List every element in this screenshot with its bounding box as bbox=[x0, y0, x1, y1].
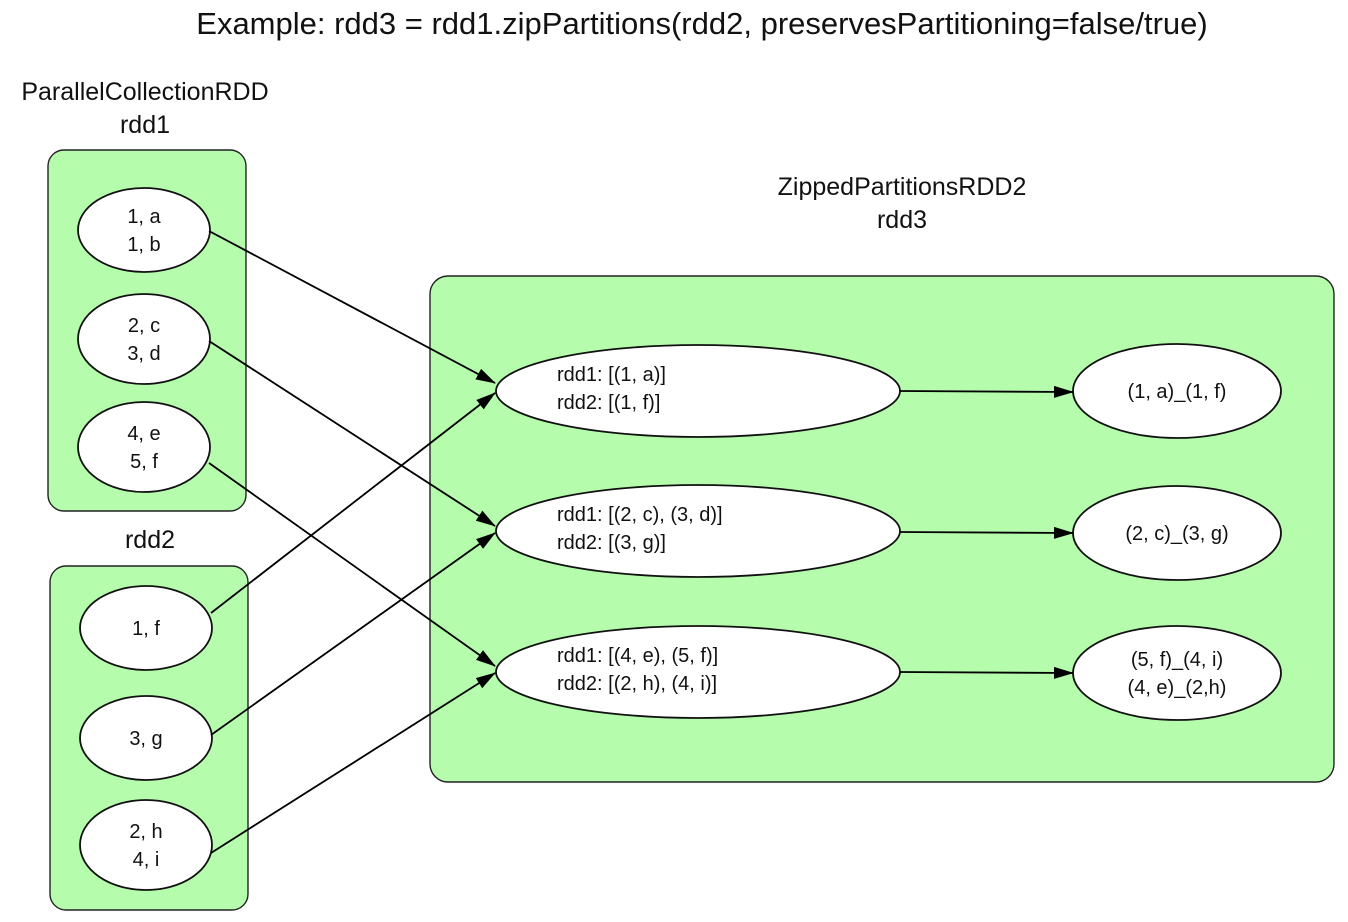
rdd3-zipped-partition-2: rdd1: [(2, c), (3, d)] rdd2: [(3, g)] bbox=[495, 484, 901, 578]
rdd3-zipped-partition-2-line2: rdd2: [(3, g)] bbox=[557, 532, 666, 554]
diagram-title: Example: rdd3 = rdd1.zipPartitions(rdd2,… bbox=[196, 6, 1207, 41]
rdd1-partition-2-line1: 2, c bbox=[128, 315, 160, 337]
rdd2-partition-2-line1: 3, g bbox=[129, 728, 162, 750]
rdd1-partition-1: 1, a 1, b bbox=[77, 187, 211, 273]
rdd1-partition-2: 2, c 3, d bbox=[77, 293, 211, 385]
rdd3-type-label: ZippedPartitionsRDD2 bbox=[778, 173, 1027, 201]
edge-rdd2-p2-to-zipped-2 bbox=[210, 532, 496, 736]
rdd3-result-partition-1-line1: (1, a)_(1, f) bbox=[1128, 381, 1227, 403]
rdd2-partition-1: 1, f bbox=[79, 585, 213, 671]
rdd1-partition-3: 4, e 5, f bbox=[77, 401, 211, 493]
rdd3-name-label: rdd3 bbox=[877, 206, 927, 234]
rdd3-zipped-partition-3-line1: rdd1: [(4, e), (5, f)] bbox=[557, 645, 718, 667]
rdd3-result-partition-3-line2: (4, e)_(2,h) bbox=[1128, 677, 1227, 699]
rdd3-result-partition-3: (5, f)_(4, i) (4, e)_(2,h) bbox=[1072, 625, 1282, 721]
rdd1-partition-1-line1: 1, a bbox=[127, 206, 161, 228]
edge-rdd1-p3-to-zipped-3 bbox=[208, 462, 496, 667]
rdd1-name-label: rdd1 bbox=[120, 111, 170, 139]
rdd2-partition-1-line1: 1, f bbox=[132, 618, 160, 640]
edge-zipped-1-to-result-1 bbox=[899, 385, 1074, 398]
rdd3-zipped-partition-1: rdd1: [(1, a)] rdd2: [(1, f)] bbox=[495, 344, 901, 438]
rdd3-result-partition-2: (2, c)_(3, g) bbox=[1072, 485, 1282, 581]
rdd1-partition-1-line2: 1, b bbox=[127, 234, 160, 256]
rdd2-name-label: rdd2 bbox=[125, 526, 175, 554]
rdd2-partition-3-line2: 4, i bbox=[133, 849, 160, 871]
rdd2-partition-2: 3, g bbox=[79, 695, 213, 781]
rdd2-partition-3: 2, h 4, i bbox=[79, 799, 213, 891]
rdd1-partition-3-line1: 4, e bbox=[127, 423, 160, 445]
rdd1-type-label: ParallelCollectionRDD bbox=[21, 78, 268, 106]
rdd1-partition-2-line2: 3, d bbox=[127, 343, 160, 365]
rdd1-partition-3-line2: 5, f bbox=[130, 451, 158, 473]
rdd3-zipped-partition-1-line2: rdd2: [(1, f)] bbox=[557, 392, 660, 414]
edge-rdd2-p3-to-zipped-3 bbox=[210, 672, 496, 854]
edge-rdd1-p2-to-zipped-2 bbox=[208, 340, 496, 527]
rdd3-result-partition-3-line1: (5, f)_(4, i) bbox=[1131, 649, 1223, 671]
edge-zipped-3-to-result-3 bbox=[899, 666, 1074, 679]
edge-zipped-2-to-result-2 bbox=[899, 526, 1074, 539]
rdd3-result-partition-1: (1, a)_(1, f) bbox=[1072, 343, 1282, 439]
rdd3-zipped-partition-3-line2: rdd2: [(2, h), (4, i)] bbox=[557, 673, 717, 695]
rdd3-result-partition-2-line1: (2, c)_(3, g) bbox=[1125, 523, 1228, 545]
rdd3-zipped-partition-1-line1: rdd1: [(1, a)] bbox=[557, 364, 666, 386]
edge-rdd2-p1-to-zipped-1 bbox=[210, 392, 496, 614]
rdd2-partition-3-line1: 2, h bbox=[129, 821, 162, 843]
rdd3-zipped-partition-3: rdd1: [(4, e), (5, f)] rdd2: [(2, h), (4… bbox=[495, 625, 901, 719]
edge-rdd1-p1-to-zipped-1 bbox=[208, 230, 496, 384]
rdd3-zipped-partition-2-line1: rdd1: [(2, c), (3, d)] bbox=[557, 504, 723, 526]
